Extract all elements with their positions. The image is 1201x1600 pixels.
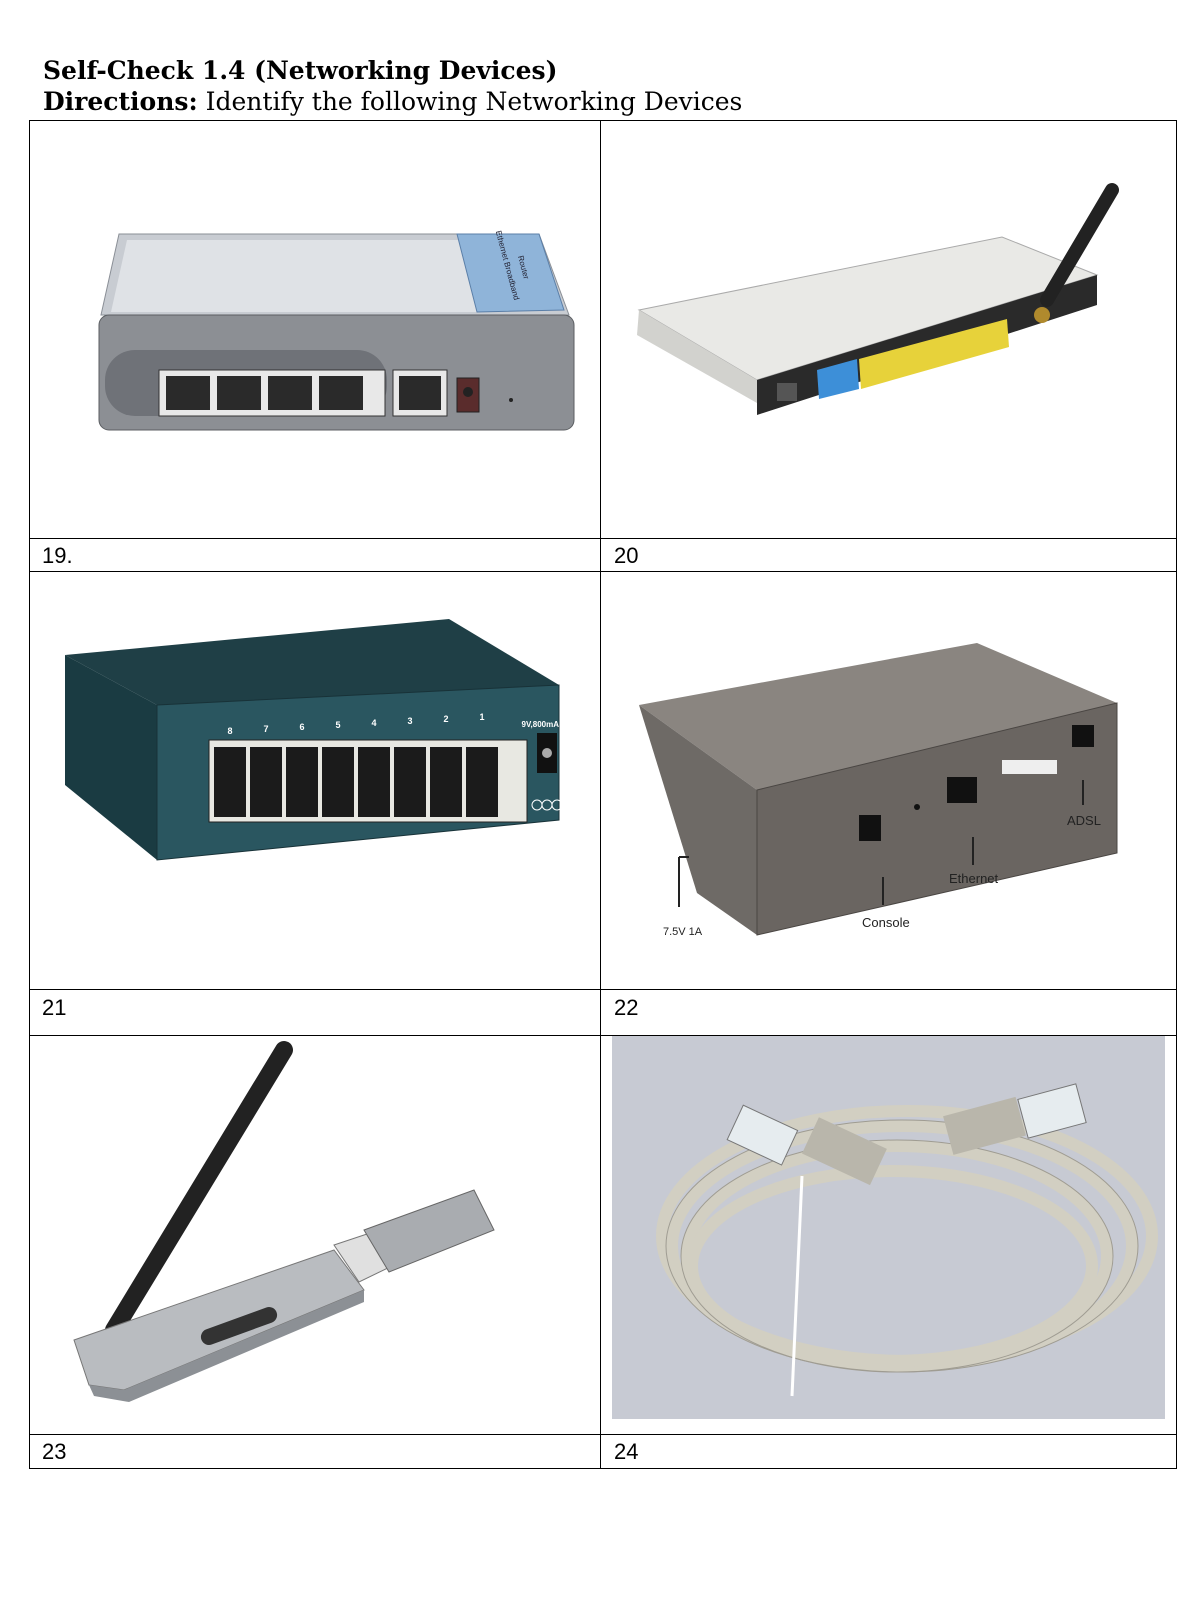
modem-label-ethernet: Ethernet bbox=[949, 871, 999, 886]
usb-wireless-adapter-icon bbox=[73, 1041, 495, 1402]
table-divider bbox=[29, 1434, 1177, 1435]
table-border-left bbox=[29, 120, 30, 1469]
adsl-modem-image: ADSL Ethernet Console 7.5V 1A bbox=[627, 625, 1167, 955]
directions-label: Directions: bbox=[43, 87, 198, 116]
modem-label-power: 7.5V 1A bbox=[663, 926, 703, 938]
switch-image: 8 7 6 5 4 3 2 1 9V,800mA DC bbox=[59, 615, 589, 885]
power-spec-label: 9V,800mA DC bbox=[522, 720, 573, 729]
modem-label-adsl: ADSL bbox=[1067, 813, 1101, 828]
usb-adapter-image bbox=[44, 1040, 584, 1430]
item-number-22: 22 bbox=[614, 995, 639, 1020]
port-number: 8 bbox=[227, 726, 232, 736]
wireless-router-image bbox=[627, 175, 1167, 505]
ethernet-cable-icon bbox=[656, 1083, 1158, 1397]
table-divider bbox=[29, 571, 1177, 572]
directions: Directions: Identify the following Netwo… bbox=[43, 86, 1143, 118]
router-image: Ethernet Broadband Router bbox=[59, 220, 579, 450]
port-number: 7 bbox=[263, 724, 268, 734]
table-divider-vertical bbox=[600, 120, 601, 1469]
table-divider bbox=[29, 1035, 1177, 1036]
port-number: 1 bbox=[479, 712, 484, 722]
item-number-23: 23 bbox=[42, 1439, 67, 1464]
port-number: 4 bbox=[371, 718, 376, 728]
item-number-21: 21 bbox=[42, 995, 67, 1020]
router-icon: Ethernet Broadband Router bbox=[98, 230, 575, 431]
table-border-top bbox=[29, 120, 1177, 121]
item-number-24: 24 bbox=[614, 1439, 639, 1464]
port-number: 6 bbox=[299, 722, 304, 732]
table-border-bottom bbox=[29, 1468, 1177, 1469]
directions-text: Identify the following Networking Device… bbox=[197, 87, 743, 116]
page-heading: Self-Check 1.4 (Networking Devices) Dire… bbox=[43, 56, 1143, 118]
adsl-modem-icon: ADSL Ethernet Console 7.5V 1A bbox=[639, 643, 1118, 938]
switch-icon: 8 7 6 5 4 3 2 1 9V,800mA DC bbox=[65, 619, 573, 861]
port-number: 3 bbox=[407, 716, 412, 726]
wireless-router-icon bbox=[637, 183, 1119, 415]
table-divider bbox=[29, 989, 1177, 990]
ethernet-cable-image bbox=[612, 1036, 1165, 1419]
modem-label-console: Console bbox=[862, 915, 910, 930]
item-number-20: 20 bbox=[614, 543, 639, 568]
port-number: 5 bbox=[335, 720, 340, 730]
item-number-19: 19. bbox=[42, 543, 73, 568]
table-divider bbox=[29, 538, 1177, 539]
page-title: Self-Check 1.4 (Networking Devices) bbox=[43, 56, 558, 85]
devices-table: Ethernet Broadband Router 19. bbox=[29, 120, 1177, 1469]
table-border-right bbox=[1176, 120, 1177, 1469]
port-number: 2 bbox=[443, 714, 448, 724]
